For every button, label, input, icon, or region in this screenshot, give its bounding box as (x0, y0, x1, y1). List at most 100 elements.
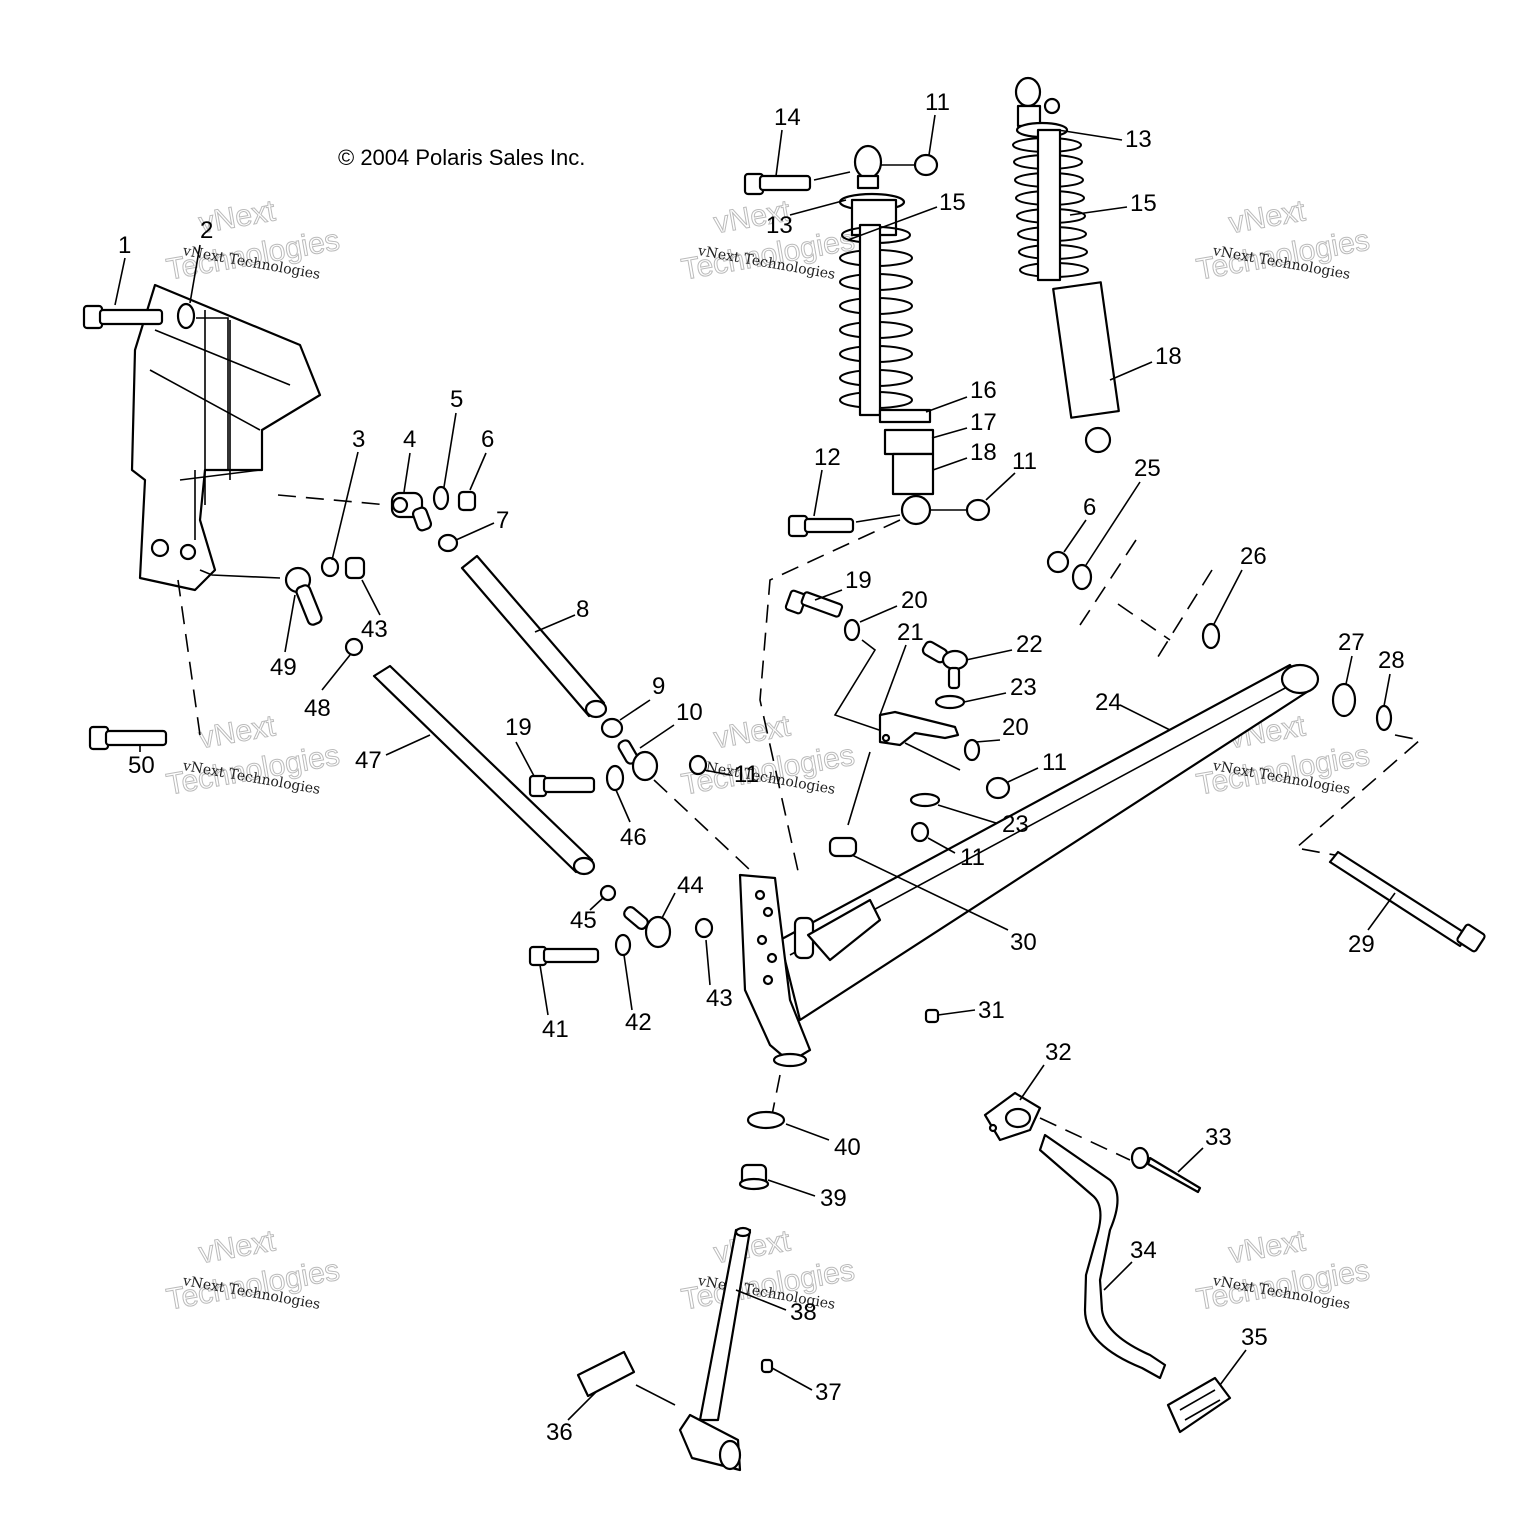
dash-shock-right (1079, 539, 1213, 661)
callout-16: 16 (970, 377, 997, 404)
callout-30: 30 (1010, 929, 1037, 956)
rod-end-4 (390, 491, 433, 532)
callout-27: 27 (1338, 629, 1365, 656)
callout-1: 1 (118, 232, 131, 259)
callout-49: 49 (270, 654, 297, 681)
callout-2: 2 (200, 217, 213, 244)
callout-6b: 6 (1083, 494, 1096, 521)
callout-19a: 19 (845, 567, 872, 594)
callout-34: 34 (1130, 1237, 1157, 1264)
leader-49-bracket (199, 569, 281, 579)
nut-45 (599, 884, 617, 902)
callout-47: 47 (355, 747, 382, 774)
watermark: vNext Technologies vNext Technologies (163, 1224, 342, 1317)
watermark: vNext Technologies vNext Technologies (678, 1224, 857, 1317)
washer-20-lower (963, 738, 981, 762)
callout-11d: 11 (1042, 749, 1067, 776)
callout-11b: 11 (1012, 448, 1037, 475)
washer-23-upper (934, 694, 966, 710)
bushing-43 (344, 556, 366, 580)
leader-21 (833, 639, 886, 733)
callout-44: 44 (677, 872, 704, 899)
dash-33 (1039, 1117, 1131, 1161)
leader-30 (847, 751, 871, 826)
callout-13b: 13 (1125, 126, 1152, 153)
washer-42 (614, 933, 632, 957)
nut-11-arm (985, 776, 1011, 800)
callouts: 1 2 3 4 5 6 6 7 8 9 10 11 11 11 11 11 12… (114, 89, 1405, 1446)
washer-20-upper (843, 618, 861, 642)
rod-end-49 (284, 566, 323, 626)
fitting-31 (924, 1008, 940, 1024)
callout-46: 46 (620, 824, 647, 851)
rod-end-44 (623, 905, 672, 949)
callout-41: 41 (542, 1016, 569, 1043)
washer-26 (1201, 622, 1221, 650)
callout-33: 33 (1205, 1124, 1232, 1151)
callout-15a: 15 (939, 189, 966, 216)
callout-18a: 18 (970, 439, 997, 466)
watermark-line1: vNext (711, 709, 793, 755)
leader-arm (904, 742, 961, 771)
callout-36: 36 (546, 1419, 573, 1446)
callout-17: 17 (970, 409, 997, 436)
watermark: vNext Technologies vNext Technologies (163, 194, 342, 287)
callout-20b: 20 (1002, 714, 1029, 741)
callout-32: 32 (1045, 1039, 1072, 1066)
shock-absorber-left (838, 144, 935, 526)
callout-7: 7 (496, 507, 509, 534)
callout-23a: 23 (1010, 674, 1037, 701)
callout-22: 22 (1016, 631, 1043, 658)
spacer-3 (320, 556, 340, 578)
ring-28 (1375, 704, 1393, 732)
watermark-line1: vNext (1226, 1224, 1308, 1270)
bolt-19-lower (528, 774, 596, 798)
washer-23-lower (909, 792, 941, 808)
callout-28: 28 (1378, 647, 1405, 674)
tie-rod-8 (460, 554, 608, 719)
callout-6a: 6 (481, 426, 494, 453)
tie-rod-47 (372, 664, 596, 876)
callout-10: 10 (676, 699, 703, 726)
a-arm-24 (738, 663, 1320, 1068)
callout-23b: 23 (1002, 811, 1029, 838)
dash-29 (1294, 734, 1422, 857)
pad-35 (1166, 1376, 1232, 1434)
callout-20a: 20 (901, 587, 928, 614)
watermark-line1: vNext (196, 709, 278, 755)
bolt-12 (787, 514, 855, 538)
callout-5: 5 (450, 386, 463, 413)
bushing-30 (828, 836, 858, 858)
leader-12 (855, 509, 966, 523)
nut-48 (344, 637, 364, 657)
shock-absorber-right (1012, 76, 1120, 454)
bushing-27 (1331, 682, 1357, 718)
tube-36 (576, 1350, 636, 1398)
washer-40 (746, 1110, 786, 1130)
washer-2 (176, 302, 196, 330)
nut-11-mid (688, 754, 708, 776)
callout-26: 26 (1240, 543, 1267, 570)
callout-14: 14 (774, 104, 801, 131)
leader-2 (196, 317, 229, 470)
callout-12: 12 (814, 444, 841, 471)
callout-3: 3 (352, 426, 365, 453)
nut-11-lower (910, 821, 930, 843)
nut-6-right (1046, 550, 1070, 574)
rod-end-10 (617, 739, 659, 782)
callout-45: 45 (570, 907, 597, 934)
copyright-text: © 2004 Polaris Sales Inc. (338, 145, 585, 170)
callout-25: 25 (1134, 455, 1161, 482)
nut-43-lower (694, 917, 714, 939)
nut-7 (437, 533, 459, 553)
nut-11-shock (965, 498, 991, 522)
steering-post-38 (678, 1226, 752, 1472)
callout-19b: 19 (505, 714, 532, 741)
bushing-39 (738, 1163, 770, 1191)
foot-peg-34 (1038, 1133, 1167, 1380)
dash-4 (277, 494, 389, 506)
pedal-mount-32 (983, 1091, 1042, 1142)
callout-31: 31 (978, 997, 1005, 1024)
callout-43a: 43 (361, 616, 388, 643)
